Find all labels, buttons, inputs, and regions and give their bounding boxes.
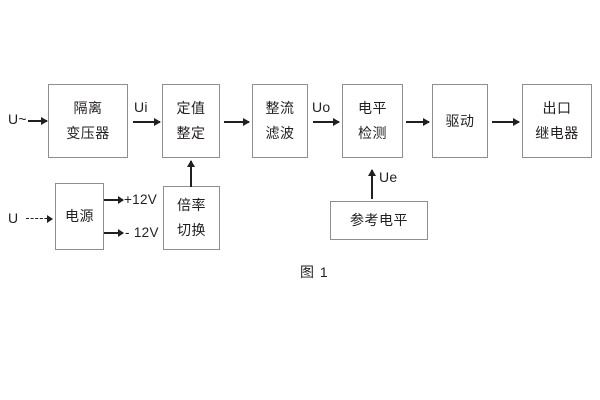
power-rail-negative-label: - 12V <box>125 225 159 240</box>
arrow-isolation-to-setpoint <box>133 121 160 123</box>
block-isolation-transformer-line2: 变压器 <box>66 125 110 141</box>
arrow-power-rail-negative <box>104 232 123 234</box>
block-level-detection-line2: 检测 <box>358 125 387 141</box>
arrow-reference-level-to-level-detection <box>371 170 373 199</box>
figure-caption: 图 1 <box>300 264 329 280</box>
block-setpoint-setting: 定值 整定 <box>162 84 220 158</box>
block-multiplier-switch-line1: 倍率 <box>177 197 206 214</box>
arrow-power-rail-positive <box>104 199 123 201</box>
block-output-relay-line2: 继电器 <box>535 125 579 141</box>
block-power-supply: 电源 <box>55 183 104 250</box>
input-signal-label-ac: U~ <box>8 111 27 127</box>
arrow-input-to-isolation-transformer <box>28 120 47 122</box>
arrow-multiplier-switch-to-setpoint <box>190 161 192 187</box>
block-isolation-transformer-line1: 隔离 <box>73 100 103 117</box>
arrow-level-detection-to-drive <box>406 121 429 123</box>
arrow-rectify-to-level-detection <box>313 121 339 123</box>
block-drive-label: 驱动 <box>445 112 475 129</box>
block-multiplier-switch: 倍率 切换 <box>163 186 220 250</box>
power-rail-positive-label: +12V <box>124 192 158 207</box>
block-rectify-filter-line2: 滤波 <box>265 125 295 141</box>
block-power-supply-label: 电源 <box>65 208 94 225</box>
block-level-detection-line1: 电平 <box>358 100 387 117</box>
block-drive: 驱动 <box>432 84 488 158</box>
block-setpoint-setting-line2: 整定 <box>176 125 206 141</box>
block-output-relay: 出口 继电器 <box>522 84 592 158</box>
block-level-detection: 电平 检测 <box>342 84 403 158</box>
signal-label-uo: Uo <box>312 99 331 115</box>
block-multiplier-switch-line2: 切换 <box>177 222 206 238</box>
block-output-relay-line1: 出口 <box>542 100 572 117</box>
arrow-setpoint-to-rectify <box>224 121 249 123</box>
block-rectify-filter-line1: 整流 <box>265 100 295 117</box>
arrow-input-to-power-supply <box>26 218 52 219</box>
block-reference-level-label: 参考电平 <box>350 212 408 229</box>
input-signal-label-dc: U <box>8 210 19 226</box>
block-isolation-transformer: 隔离 变压器 <box>48 84 128 158</box>
signal-label-ue: Ue <box>379 169 398 185</box>
block-reference-level: 参考电平 <box>330 201 428 240</box>
arrow-drive-to-output-relay <box>492 121 519 123</box>
signal-label-ui: Ui <box>134 99 148 115</box>
block-setpoint-setting-line1: 定值 <box>176 100 206 117</box>
block-rectify-filter: 整流 滤波 <box>252 84 308 158</box>
